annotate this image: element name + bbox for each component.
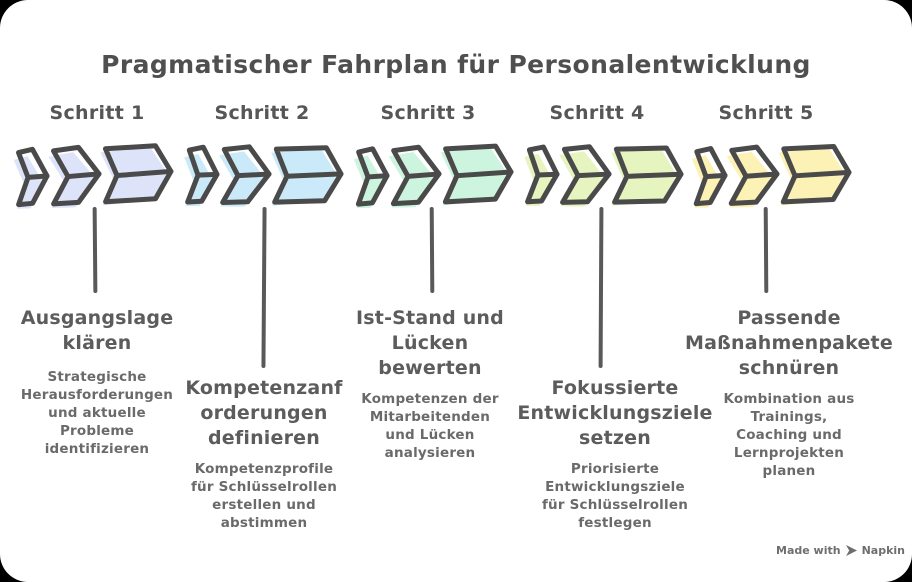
step-5-label: Schritt 5 xyxy=(718,102,814,124)
step-4-connector-line xyxy=(598,206,604,369)
watermark-brand: Napkin xyxy=(861,544,905,557)
step-2-chevrons-icon xyxy=(184,144,344,208)
step-5-heading: Passende Maßnahmenpakete schnüren xyxy=(685,307,893,379)
watermark-prefix: Made with xyxy=(776,544,841,557)
napkin-logo-icon xyxy=(845,545,857,556)
step-3-description: Kompetenzen der Mitarbeitenden und Lücke… xyxy=(361,391,499,461)
step-4-heading: Fokussierte Entwicklungsziele setzen xyxy=(517,377,713,449)
step-1-chevrons-icon xyxy=(13,143,174,209)
step-5-chevrons-icon xyxy=(691,143,852,208)
step-3-chevrons-icon xyxy=(353,143,514,209)
step-5-description: Kombination aus Trainings, Coaching und … xyxy=(723,391,855,479)
watermark: Made with Napkin xyxy=(776,544,905,557)
step-2-description: Kompetenzprofile für Schlüsselrollen ers… xyxy=(190,461,338,531)
diagram-title: Pragmatischer Fahrplan für Personalentwi… xyxy=(101,50,811,79)
step-2-label: Schritt 2 xyxy=(214,102,310,124)
step-1-heading: Ausgangslage klären xyxy=(20,307,174,354)
step-5-connector-line xyxy=(763,206,769,294)
step-1-label: Schritt 1 xyxy=(49,102,145,124)
step-4-label: Schritt 4 xyxy=(549,102,645,124)
step-3-connector-line xyxy=(429,206,435,294)
step-3-heading: Ist-Stand und Lücken bewerten xyxy=(356,307,504,379)
step-1-description: Strategische Herausforderungen und aktue… xyxy=(20,369,174,457)
step-3-label: Schritt 3 xyxy=(380,102,476,124)
step-4-description: Priorisierte Entwicklungsziele für Schlü… xyxy=(541,461,689,531)
step-1-connector-line xyxy=(92,206,98,294)
step-2-heading: Kompetenzanf orderungen definieren xyxy=(185,377,343,449)
step-4-chevrons-icon xyxy=(524,144,684,209)
